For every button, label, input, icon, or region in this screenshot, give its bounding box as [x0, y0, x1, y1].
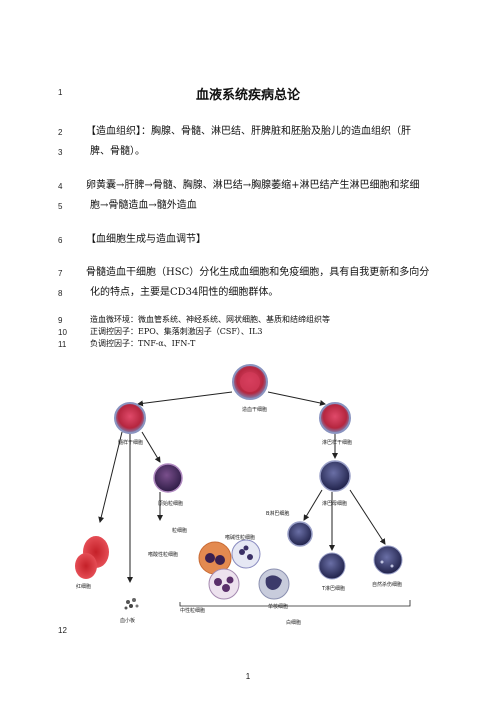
line-number: 12	[58, 626, 67, 635]
label-neutrophil: 中性粒细胞	[180, 607, 205, 614]
line-number: 3	[58, 148, 63, 157]
paragraph-text: 骨髓造血干细胞（HSC）分化生成血细胞和免疫细胞，具有自我更新和多向分	[86, 267, 430, 278]
paragraph-text: 负调控因子：TNF-α、IFN-Τ	[90, 339, 196, 348]
neutrophil-cell	[208, 568, 240, 600]
line-number: 11	[58, 340, 67, 349]
paragraph-text: 正调控因子：EPO、集落刺激因子（CSF）、IL3	[90, 327, 263, 336]
label-platelet: 血小板	[120, 617, 135, 624]
label-monocyte: 单核细胞	[268, 603, 288, 610]
paragraph-text: 化的特点，主要是CD34阳性的细胞群体。	[90, 287, 279, 298]
line-number: 9	[58, 316, 63, 325]
paragraph-text: 胞→骨髓造血→髓外造血	[90, 200, 197, 211]
promyelocyte-cell	[153, 463, 183, 493]
label-hsc: 造血干细胞	[242, 406, 267, 413]
page-number: 1	[245, 672, 251, 681]
label-myeloid: 髓样干细胞	[118, 439, 143, 446]
line-number: 4	[58, 182, 63, 191]
label-basophil: 嗜碱性粒细胞	[225, 534, 255, 541]
label-rbc: 红细胞	[76, 583, 91, 590]
label-promyelocyte: 原始粒细胞	[158, 500, 183, 507]
line-number: 6	[58, 236, 63, 245]
line-number: 1	[58, 88, 63, 97]
paragraph-text: 卵黄囊→肝脾→骨髓、胸腺、淋巴结→胸腺萎缩+淋巴结产生淋巴细胞和浆细	[86, 180, 420, 191]
b-cell	[287, 521, 313, 547]
hematopoiesis-diagram: 造血干细胞 髓样干细胞 淋巴样干细胞 原始粒细胞 淋巴母细胞 B淋巴细胞 粒细胞…	[75, 364, 411, 626]
label-eosinophil: 嗜酸性粒细胞	[148, 551, 178, 558]
line-number: 8	[58, 289, 63, 298]
page-title: 血液系统疾病总论	[195, 88, 300, 103]
line-number: 5	[58, 202, 63, 211]
label-granulocyte: 粒细胞	[172, 527, 187, 534]
label-nk-cell: 自然杀伤细胞	[372, 581, 402, 588]
rbc-cell	[75, 536, 109, 579]
nk-cell	[373, 545, 403, 575]
label-b-cell: B淋巴细胞	[266, 510, 289, 517]
myeloid-stem-cell	[114, 402, 146, 434]
lymphoblast-cell	[319, 460, 351, 492]
paragraph-text: 造血微环境：微血管系统、神经系统、网状细胞、基质和结缔组织等	[90, 315, 330, 324]
lymphoid-stem-cell	[319, 402, 351, 434]
section-heading: 【血细胞生成与造血调节】	[86, 234, 206, 245]
line-number: 7	[58, 269, 63, 278]
platelet-cluster	[124, 598, 139, 610]
label-lymphoblast: 淋巴母细胞	[322, 500, 347, 507]
label-lymphoid: 淋巴样干细胞	[322, 439, 352, 446]
line-number: 2	[58, 128, 63, 137]
t-cell	[318, 552, 346, 580]
label-wbc: 白细胞	[286, 619, 301, 626]
hsc-cell	[232, 364, 268, 400]
label-t-cell: T淋巴细胞	[321, 585, 345, 592]
monocyte-cell	[258, 568, 290, 600]
line-number: 10	[58, 328, 67, 337]
basophil-cell	[231, 539, 261, 569]
paragraph-text: 【造血组织】：胸腺、骨髓、淋巴结、肝脾脏和胚胎及胎儿的造血组织（肝	[86, 126, 411, 137]
paragraph-text: 脾、骨髓）。	[90, 146, 145, 157]
